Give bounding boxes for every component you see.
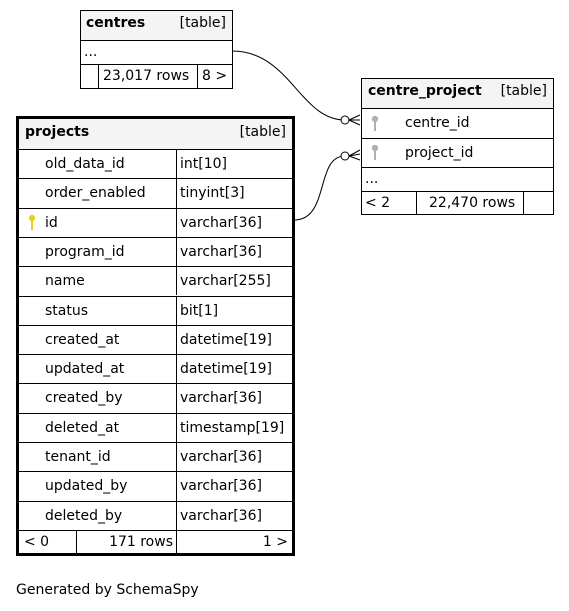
column-row: project_id (362, 138, 553, 167)
ellipsis-row: ... (362, 167, 553, 191)
column-name: name (45, 273, 85, 290)
column-row: status bit[1] (19, 295, 292, 325)
column-row: centre_id (362, 108, 553, 138)
column-row: created_by varchar[36] (19, 383, 292, 413)
row-count: 23,017 rows (103, 68, 190, 84)
table-kind: [table] (179, 15, 226, 31)
stats-row: 23,017 rows 8 > (81, 64, 232, 88)
table-header: projects [table] (19, 119, 292, 149)
table-header: centre_project [table] (362, 79, 553, 108)
table-name: centres (86, 15, 146, 31)
crowfoot-project-id (348, 149, 361, 161)
column-row: updated_by varchar[36] (19, 471, 292, 501)
column-type: varchar[36] (180, 243, 262, 260)
column-name: program_id (45, 243, 125, 260)
table-kind: [table] (500, 83, 547, 99)
foreign-key-icon (371, 144, 379, 160)
column-name: project_id (405, 145, 474, 161)
column-name: created_at (45, 331, 120, 348)
column-row: program_id varchar[36] (19, 236, 292, 267)
parents-link[interactable]: < 2 (365, 195, 391, 211)
column-type: timestamp[19] (180, 419, 285, 436)
relationship-end-circle (340, 151, 350, 161)
column-row: created_at datetime[19] (19, 324, 292, 355)
column-name: created_by (45, 390, 123, 407)
stats-row: < 2 22,470 rows (362, 191, 553, 214)
column-name: tenant_id (45, 449, 111, 465)
ellipsis: ... (84, 44, 98, 60)
column-row: name varchar[255] (19, 266, 292, 296)
column-name: updated_at (45, 361, 125, 378)
column-name: centre_id (405, 115, 470, 131)
column-name: old_data_id (45, 156, 125, 172)
column-name: deleted_by (45, 507, 123, 524)
column-row: order_enabled tinyint[3] (19, 178, 292, 208)
column-row: id varchar[36] (19, 207, 292, 237)
column-name: order_enabled (45, 185, 146, 202)
column-row: deleted_by varchar[36] (19, 500, 292, 530)
stats-row: < 0 171 rows 1 > (19, 530, 292, 553)
column-type: int[10] (180, 156, 227, 172)
column-row: tenant_id varchar[36] (19, 442, 292, 472)
column-type: tinyint[3] (180, 185, 245, 202)
primary-key-icon (28, 214, 36, 230)
column-type: datetime[19] (180, 361, 272, 378)
table-centre-project[interactable]: centre_project [table] centre_id project… (361, 78, 554, 215)
table-projects[interactable]: projects [table] old_data_id int[10] order… (16, 116, 295, 556)
row-count: 171 rows (109, 534, 173, 550)
table-name: centre_project (368, 83, 482, 99)
table-name: projects (25, 124, 90, 140)
column-type: varchar[36] (180, 478, 262, 495)
crowfoot-centre-id (348, 114, 361, 126)
ellipsis-row: ... (81, 40, 232, 64)
parents-link[interactable]: < 0 (24, 534, 50, 550)
column-name: updated_by (45, 478, 128, 495)
column-name: deleted_at (45, 419, 120, 436)
column-type: varchar[255] (180, 273, 271, 290)
column-row: old_data_id int[10] (19, 149, 292, 179)
children-link[interactable]: 1 > (262, 534, 288, 550)
children-link[interactable]: 8 > (202, 68, 228, 84)
column-name: status (45, 302, 89, 319)
column-type: bit[1] (180, 302, 219, 319)
table-kind: [table] (239, 124, 286, 140)
column-name: id (45, 214, 58, 231)
table-centres[interactable]: centres [table] ... 23,017 rows 8 > (80, 10, 233, 89)
column-row: deleted_at timestamp[19] (19, 412, 292, 442)
column-type: varchar[36] (180, 390, 262, 407)
column-type: varchar[36] (180, 214, 262, 231)
relationship-projects-to-centre-project (293, 155, 346, 221)
ellipsis: ... (365, 171, 379, 187)
column-type: datetime[19] (180, 331, 272, 348)
row-count: 22,470 rows (429, 195, 516, 211)
relationship-centres-to-centre-project (231, 50, 346, 121)
column-type: varchar[36] (180, 449, 262, 465)
relationship-end-circle (340, 115, 350, 125)
footer-credit: Generated by SchemaSpy (16, 582, 199, 598)
table-header: centres [table] (81, 11, 232, 40)
column-type: varchar[36] (180, 507, 262, 524)
column-row: updated_at datetime[19] (19, 354, 292, 384)
foreign-key-icon (371, 115, 379, 131)
